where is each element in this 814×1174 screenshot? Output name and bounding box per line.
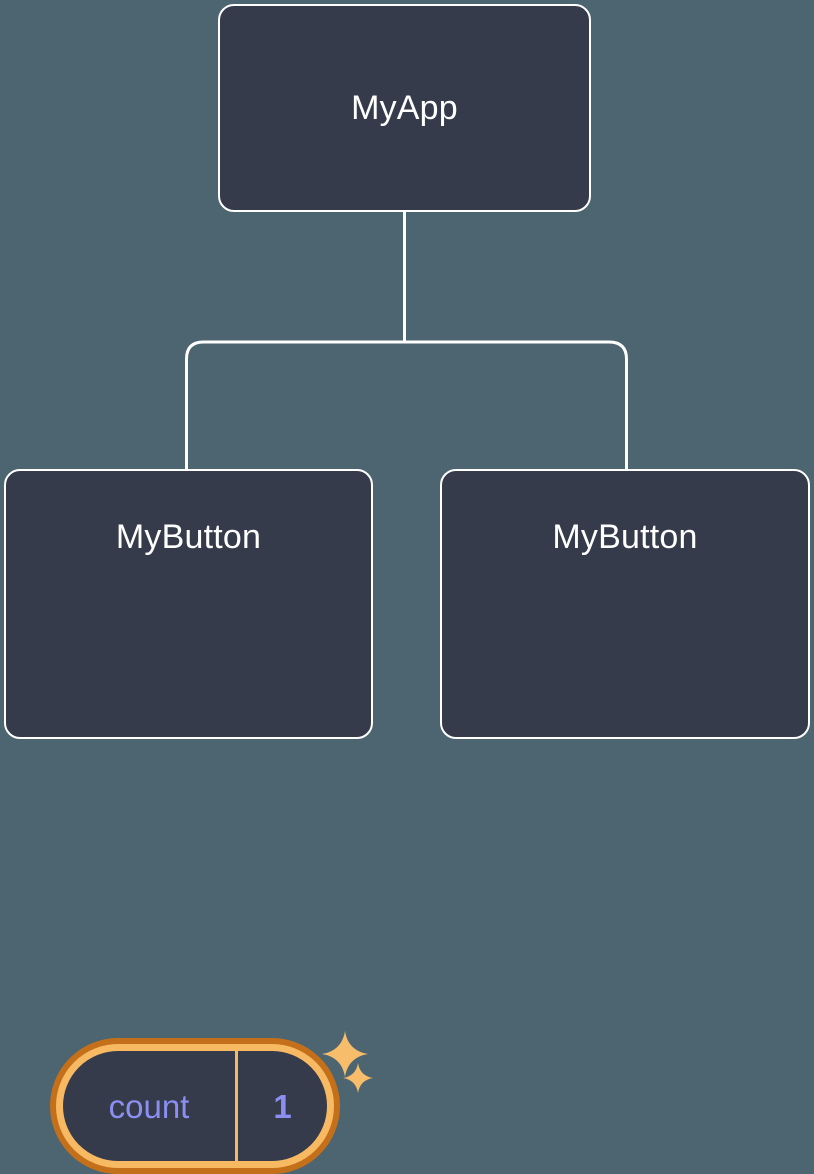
node-myapp-label: MyApp: [351, 89, 458, 127]
state-key-left: count: [63, 1051, 238, 1161]
connector-branch-bar: [185, 340, 628, 469]
node-mybutton-left[interactable]: MyButton count 1: [4, 469, 373, 1174]
node-mybutton-right-label: MyButton: [552, 518, 698, 556]
node-mybutton-left-label: MyButton: [115, 518, 262, 556]
state-value-left: 1: [273, 1087, 292, 1125]
state-pill-left-inner: count 1: [56, 1044, 334, 1168]
diagram-canvas: MyApp MyButton count 1 MyButton count 0: [4, 4, 810, 1174]
node-myapp[interactable]: MyApp: [218, 4, 591, 212]
state-pill-left[interactable]: count 1: [50, 1038, 340, 1174]
sparkle-icon-small: [343, 1063, 373, 1093]
node-mybutton-right[interactable]: MyButton count 0: [440, 469, 810, 739]
